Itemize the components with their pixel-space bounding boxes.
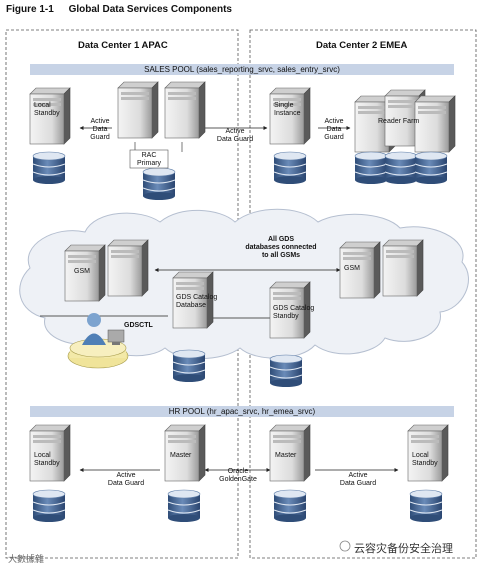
db-sales-single-instance (273, 151, 307, 185)
label-sales-adg-middle: Active Data Guard (216, 128, 254, 143)
rac-primary-label-box (129, 149, 169, 169)
label-gsm-left: GSM (74, 268, 90, 275)
hr-pool-bar: HR POOL (hr_apac_srvc, hr_emea_srvc) (30, 406, 454, 417)
sales-pool-bar: SALES POOL (sales_reporting_srvc, sales_… (30, 64, 454, 75)
label-gds-note: All GDS databases connected to all GSMs (245, 236, 317, 259)
server-sales-rac-2 (164, 81, 206, 139)
server-reader-farm-3 (414, 95, 456, 153)
label-sales-local-standby: Local Standby (34, 102, 60, 117)
figure-number: Figure 1-1 (6, 4, 54, 15)
db-reader-farm-1 (354, 151, 388, 185)
server-gsm-right-2 (382, 239, 424, 297)
server-gsm-left-2 (107, 239, 149, 297)
figure-title: Figure 1-1 Global Data Services Componen… (6, 4, 232, 15)
label-hr-master-right: Master (275, 452, 297, 459)
label-gds-catalog: GDS Catalog Database (176, 294, 218, 309)
label-gsm-right: GSM (344, 265, 360, 272)
figure-caption: Global Data Services Components (68, 4, 232, 15)
db-sales-local-standby (32, 151, 66, 185)
watermark-right: 云容灾备份安全治理 (354, 543, 453, 555)
label-gds-catalog-standby: GDS Catalog Standby (273, 305, 315, 320)
dc1-label: Data Center 1 APAC (78, 40, 168, 51)
dc2-label: Data Center 2 EMEA (316, 40, 408, 51)
db-gds-catalog-standby (269, 354, 303, 388)
label-single-instance: Single Instance (274, 102, 301, 117)
db-hr-local-standby-left (32, 489, 66, 523)
watermark-left: 大數據雜 (8, 554, 45, 564)
label-sales-adg-right: Active Data Guard (324, 118, 344, 141)
label-reader-farm: Reader Farm (378, 118, 420, 125)
label-hr-adg-right: Active Data Guard (339, 472, 377, 487)
label-gdsctl: GDSCTL (124, 322, 153, 329)
wechat-icon (339, 540, 351, 552)
server-sales-rac-1 (117, 81, 159, 139)
label-hr-goldengate: Oracle GoldenGate (219, 468, 257, 483)
db-reader-farm-2 (384, 151, 418, 185)
db-sales-rac-primary (142, 167, 176, 201)
label-hr-local-standby-right: Local Standby (412, 452, 438, 467)
gdsctl-user-icon (67, 313, 129, 369)
db-hr-master-left (167, 489, 201, 523)
label-rac-primary: RAC Primary (136, 152, 162, 167)
db-hr-local-standby-right (409, 489, 443, 523)
label-hr-master-left: Master (170, 452, 192, 459)
dc2-border (249, 29, 477, 559)
label-hr-local-standby-left: Local Standby (34, 452, 60, 467)
db-hr-master-right (273, 489, 307, 523)
db-reader-farm-3 (414, 151, 448, 185)
db-gds-catalog (172, 349, 206, 383)
label-hr-adg-left: Active Data Guard (107, 472, 145, 487)
label-sales-adg-left: Active Data Guard (90, 118, 110, 141)
